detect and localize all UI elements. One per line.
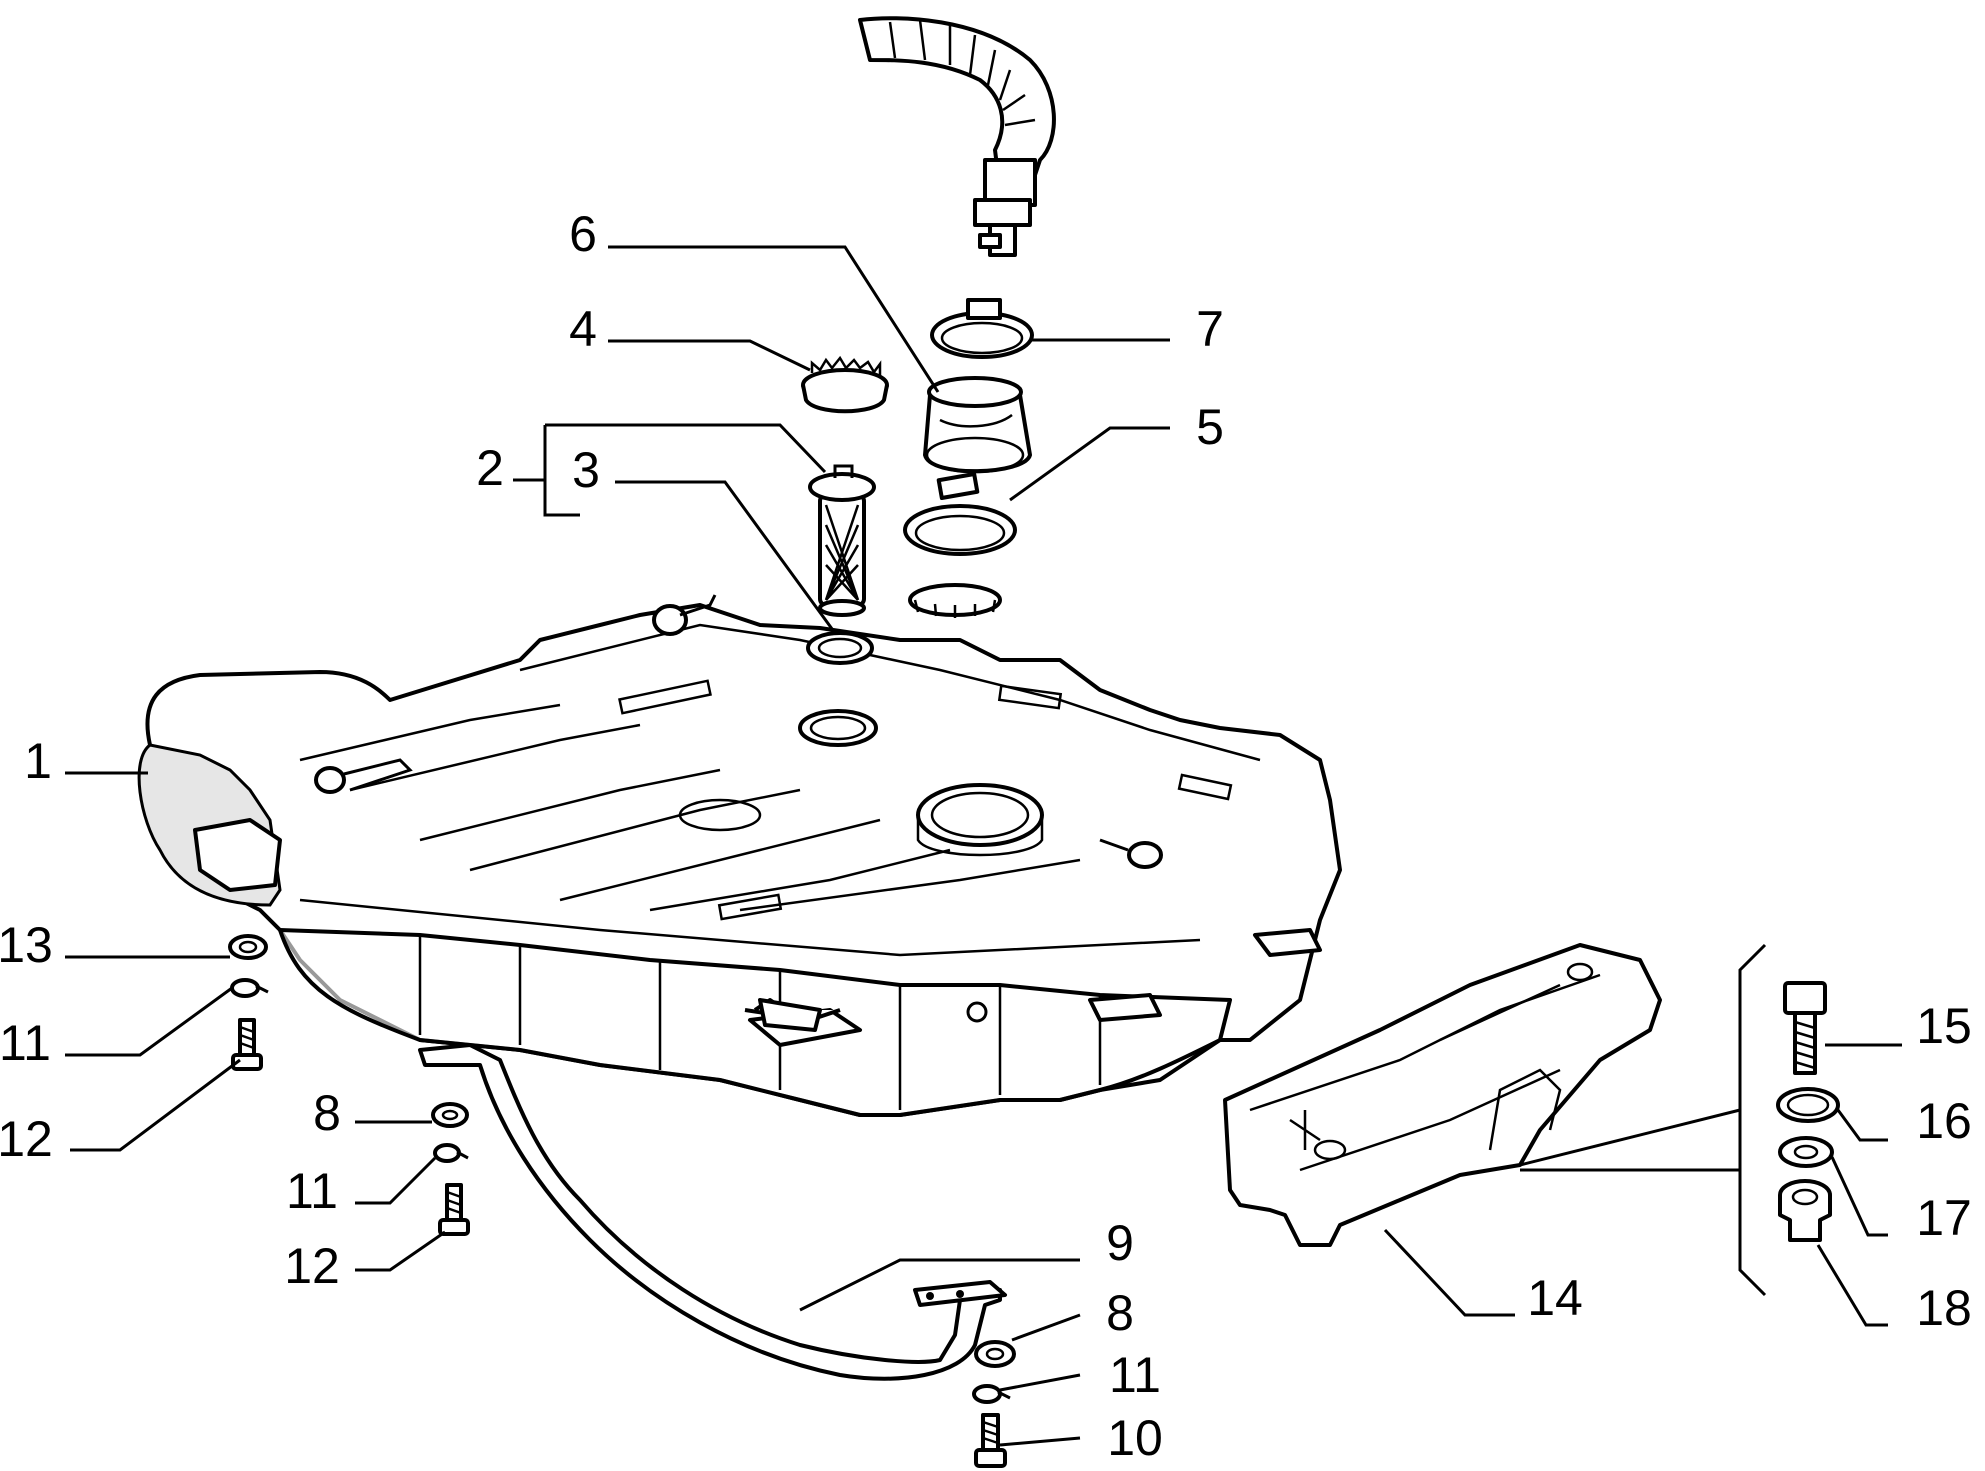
callout-8-right: 8 [1106, 1285, 1134, 1341]
callout-12-middle: 12 [284, 1238, 340, 1294]
callout-8-left: 8 [313, 1085, 341, 1141]
clip-part-11-c [972, 1384, 1011, 1404]
callout-3: 3 [572, 442, 600, 498]
callout-13: 13 [0, 917, 53, 973]
callout-18: 18 [1916, 1280, 1972, 1336]
callout-5: 5 [1196, 399, 1224, 455]
callout-9: 9 [1106, 1215, 1134, 1271]
washer-part-13 [228, 934, 268, 960]
washer-part-16 [1776, 1087, 1840, 1123]
group-bracket-part-2 [513, 425, 580, 517]
tank-strap-part-9 [418, 1043, 1007, 1381]
callout-15: 15 [1916, 998, 1972, 1054]
callout-12-left: 12 [0, 1111, 53, 1167]
callout-11-right: 11 [1109, 1347, 1161, 1403]
callout-4: 4 [569, 301, 597, 357]
callout-1: 1 [24, 733, 52, 789]
bolt-part-15 [1783, 981, 1827, 1075]
callout-2: 2 [476, 440, 504, 496]
fuel-pump-part-2 [808, 464, 876, 617]
clip-part-11-a [230, 978, 269, 998]
bolt-part-10 [974, 1413, 1007, 1468]
callout-7: 7 [1196, 301, 1224, 357]
hose-clamp-part-5 [903, 472, 1017, 618]
drain-plug-part-18 [1778, 1179, 1832, 1242]
callout-10: 10 [1107, 1410, 1163, 1466]
callout-labels: 1 2 3 4 5 6 7 8 8 9 10 11 11 11 12 12 13… [0, 206, 1972, 1466]
vent-hose [858, 16, 1056, 257]
bolt-part-12-b [438, 1183, 470, 1236]
filler-hose-part-6 [923, 376, 1032, 474]
heat-shield-part-14 [1223, 943, 1662, 1247]
callout-14: 14 [1527, 1270, 1583, 1326]
washer-part-17 [1778, 1136, 1834, 1168]
callout-11-middle: 11 [286, 1163, 338, 1219]
hose-clamp-part-7 [930, 298, 1034, 359]
leader-lines [65, 245, 1902, 1447]
washer-part-8-a [431, 1102, 469, 1128]
callout-6: 6 [569, 206, 597, 262]
callout-17: 17 [1916, 1190, 1972, 1246]
callout-11-left: 11 [0, 1015, 51, 1071]
lock-ring-part-4 [801, 355, 889, 414]
callout-16: 16 [1916, 1093, 1972, 1149]
bolt-part-12-a [231, 1018, 263, 1071]
clip-part-11-b [433, 1143, 469, 1163]
washer-part-8-b [974, 1340, 1016, 1368]
seal-ring-part-3 [806, 631, 874, 665]
fuel-tank [137, 594, 1342, 1117]
group-bracket-parts-15-18 [1519, 943, 1767, 1297]
